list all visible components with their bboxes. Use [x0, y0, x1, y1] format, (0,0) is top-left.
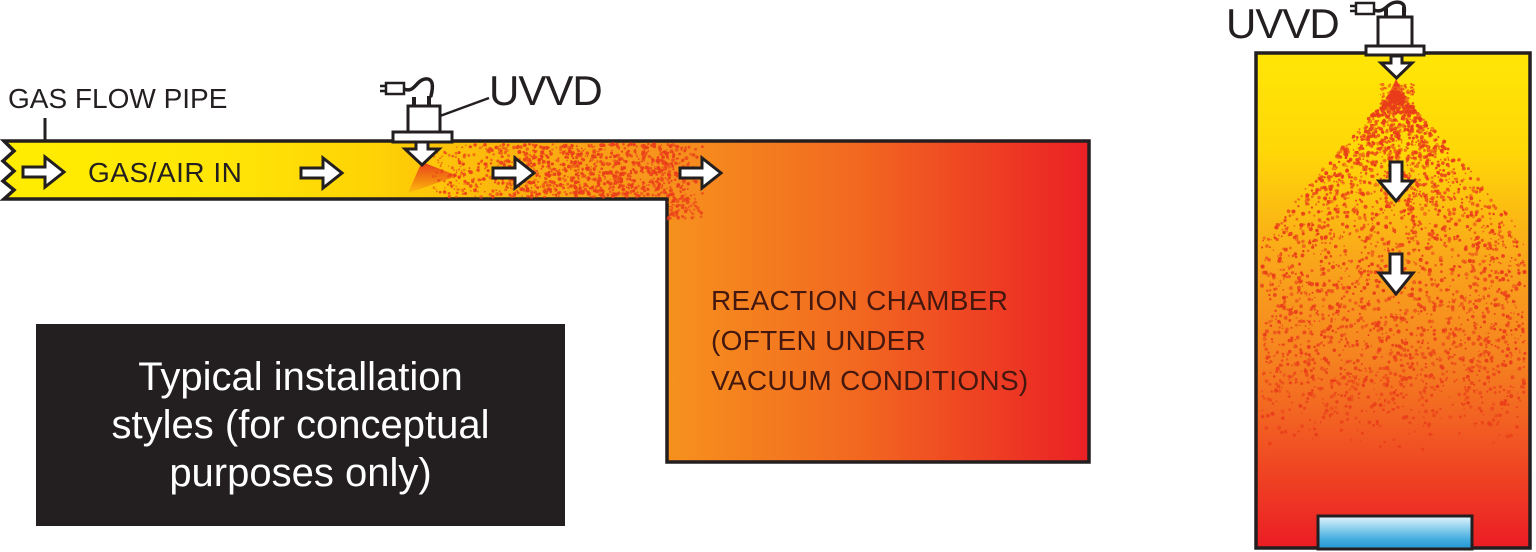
plug-prongs [1350, 4, 1356, 13]
caption-line: styles (for conceptual [111, 403, 490, 447]
sensor-cable [402, 77, 435, 98]
uvvd-label-left: UVVD [489, 67, 603, 114]
flow-arrow-right-icon [299, 154, 345, 192]
sensor-body [406, 104, 442, 134]
caption-box: Typical installation styles (for concept… [36, 324, 565, 526]
uvvd-sensor-icon [1350, 0, 1426, 57]
sensor-cable [1372, 0, 1407, 18]
uv-spray-cone-left [408, 162, 458, 193]
flow-arrow-right-icon [21, 153, 67, 191]
gas-particle-speckles-right [1260, 82, 1527, 451]
plug-prongs [380, 84, 386, 93]
blue-basin [1316, 514, 1474, 551]
reaction-chamber-label-line: VACUUM CONDITIONS) [711, 365, 1029, 396]
flow-arrow-right-icon [678, 154, 724, 192]
sensor-flange [1364, 44, 1426, 57]
uvvd-leader-line [439, 96, 490, 118]
sensor-beam-arrow-icon [1377, 54, 1416, 81]
downward-flow-arrow-icon [1375, 252, 1417, 297]
caption-line: purposes only) [169, 451, 432, 495]
reaction-chamber-label: REACTION CHAMBER (OFTEN UNDER VACUUM CON… [711, 281, 1029, 401]
cable-plug-icon [1354, 1, 1376, 16]
uvvd-label-right: UVVD [1226, 0, 1340, 47]
gas-pipe-and-reaction-chamber-shape [0, 139, 1091, 464]
uv-spray-cone-right [1377, 79, 1416, 112]
reaction-chamber-label-line: (OFTEN UNDER [711, 325, 927, 356]
cable-plug-icon [384, 81, 406, 96]
sensor-body [1376, 15, 1414, 48]
reaction-chamber-label-line: REACTION CHAMBER [711, 285, 1009, 316]
gas-flow-pipe-label: GAS FLOW PIPE [8, 83, 228, 114]
downward-flow-arrow-icon [1375, 160, 1417, 204]
sensor-flange [391, 130, 454, 144]
uvvd-sensor-icon [380, 77, 490, 144]
gas-air-in-label: GAS/AIR IN [88, 157, 243, 188]
flow-arrow-right-icon [491, 154, 537, 192]
caption-line: Typical installation [138, 355, 463, 399]
